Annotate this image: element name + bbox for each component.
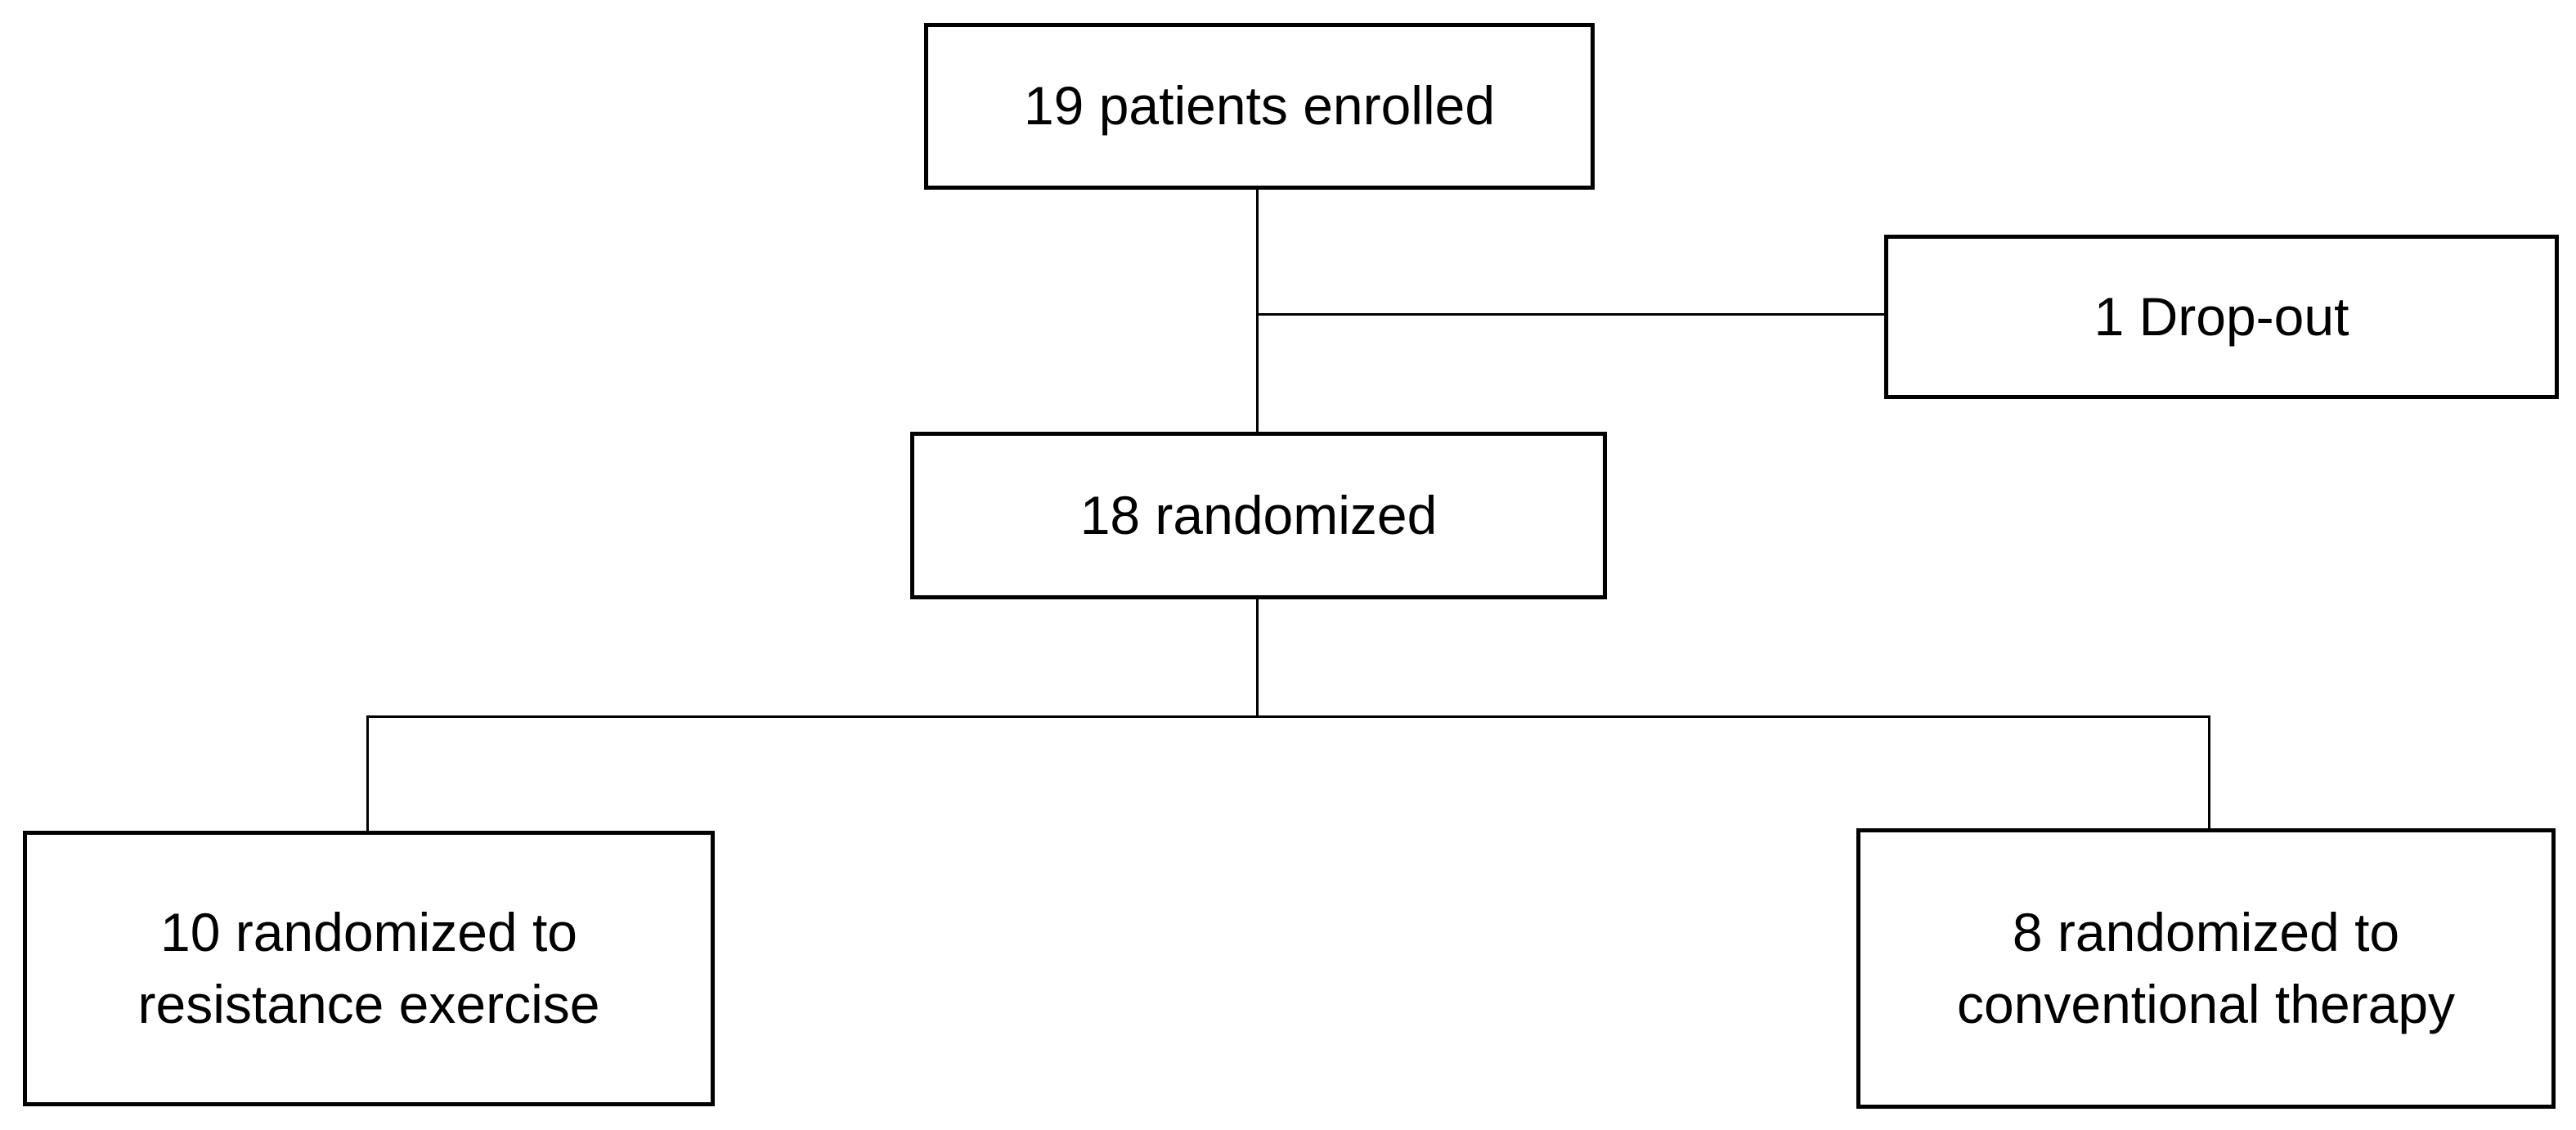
node-dropout: 1 Drop-out [1884,235,2559,399]
node-dropout-label: 1 Drop-out [2094,285,2349,347]
node-conventional-line-1: 8 randomized to [2012,902,2400,963]
node-resistance-exercise: 10 randomized to resistance exercise [23,831,715,1106]
node-resistance-line-2: resistance exercise [137,973,600,1034]
node-enrolled-label: 19 patients enrolled [1023,75,1496,137]
node-conventional-text: 8 randomized to conventional therapy [1957,897,2455,1039]
connector-randomized-down [1256,599,1259,717]
node-conventional-line-2: conventional therapy [1956,973,2456,1034]
connector-to-conventional [2208,715,2210,830]
connector-enrolled-to-randomized [1256,190,1259,433]
connector-split-horizontal [366,715,2210,718]
node-resistance-text: 10 randomized to resistance exercise [138,897,600,1039]
node-conventional-therapy: 8 randomized to conventional therapy [1856,828,2556,1109]
node-randomized-label: 18 randomized [1079,484,1438,545]
connector-to-dropout [1256,313,1887,316]
connector-to-resistance [366,715,369,832]
node-randomized: 18 randomized [910,432,1607,599]
node-resistance-line-1: 10 randomized to [160,902,577,963]
node-enrolled: 19 patients enrolled [924,23,1595,190]
